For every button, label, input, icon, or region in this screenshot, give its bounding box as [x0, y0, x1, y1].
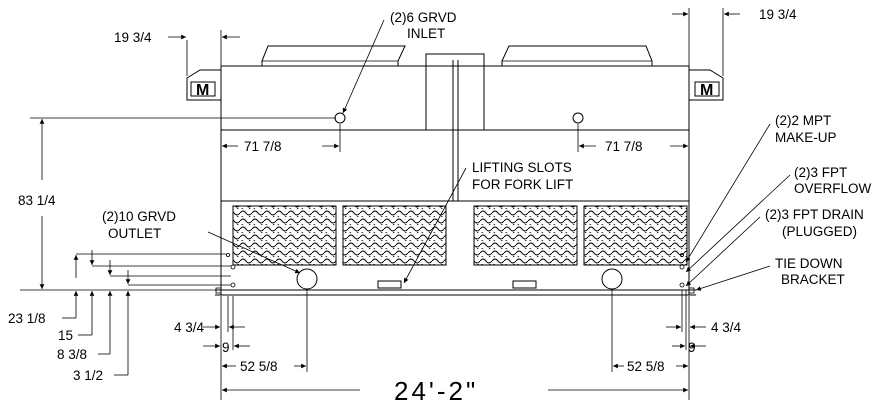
dim-outlet-left-label: 52 5/8 [240, 359, 278, 374]
fitting-left-3 [230, 282, 236, 288]
outlet-label-2: OUTLET [108, 226, 161, 241]
inlet-connection-right [572, 112, 584, 124]
dim-h3-label: 3 1/2 [73, 368, 103, 383]
louver-panel-4 [583, 205, 688, 266]
dim-h8-label: 8 3/8 [57, 347, 87, 362]
outlet-connection-left [296, 268, 318, 290]
center-access-box [425, 53, 485, 131]
inlet-leader [342, 19, 385, 114]
fan-shroud-right [501, 45, 653, 67]
makeup-label-2: MAKE-UP [775, 130, 837, 145]
tie-down-left [215, 287, 222, 294]
fitting-right-3 [679, 282, 685, 288]
motor-left: M [186, 69, 222, 101]
overflow-leader [685, 174, 791, 273]
dim-side-left [168, 30, 240, 76]
dim-height-total-label: 83 1/4 [18, 193, 56, 208]
fitting-left-1 [225, 252, 230, 257]
dim-nine-left-label: 9 [222, 340, 230, 355]
louver-panel-1 [232, 205, 337, 266]
outlet-label-1: (2)10 GRVD [102, 209, 176, 224]
tiedown-label-1: TIE DOWN [775, 256, 843, 271]
drain-label-2: (PLUGGED) [782, 224, 857, 239]
dim-bottom-left [203, 290, 308, 400]
fitting-right-2 [679, 264, 685, 270]
drain-leader [685, 216, 761, 287]
inlet-label-2: INLET [407, 26, 445, 41]
tiedown-label-2: BRACKET [781, 272, 845, 287]
inlet-connection-left [334, 112, 346, 124]
lifting-leader [403, 167, 467, 284]
tie-down-right [688, 287, 695, 294]
louver-panel-3 [473, 205, 578, 266]
motor-right: M [688, 69, 724, 101]
lifting-slot-right [512, 280, 537, 289]
dim-overall-label: 24'-2" [394, 376, 478, 406]
dim-h15-label: 15 [58, 328, 73, 343]
dim-side-right-label: 19 3/4 [759, 7, 797, 22]
overflow-label-1: (2)3 FPT [794, 165, 847, 180]
dim-side-left-label: 19 3/4 [114, 30, 152, 45]
dim-height-total [30, 117, 336, 289]
dim-heights-left [20, 250, 231, 376]
louver-panel-2 [342, 205, 447, 266]
dim-side-right [672, 8, 740, 76]
dim-bottom-right [611, 290, 706, 400]
outlet-leader [207, 231, 301, 274]
fitting-left-2 [230, 264, 236, 270]
fitting-right-1 [680, 252, 685, 257]
inlet-label-1: (2)6 GRVD [390, 10, 457, 25]
makeup-label-1: (2)2 MPT [775, 113, 831, 128]
tiedown-leader [695, 265, 771, 291]
dim-inlet-right [577, 124, 688, 152]
dim-edge-right-label: 4 3/4 [711, 320, 742, 335]
lifting-slot-left [377, 280, 402, 289]
motor-left-label: M [196, 82, 209, 99]
outlet-connection-right [601, 268, 623, 290]
dim-edge-left-label: 4 3/4 [174, 320, 205, 335]
dim-nine-right-label: 9 [688, 340, 696, 355]
lifting-label-2: FOR FORK LIFT [472, 177, 573, 192]
lifting-label-1: LIFTING SLOTS [472, 160, 572, 175]
dim-inlet-left-label: 71 7/8 [244, 139, 282, 154]
dim-inlet-left [222, 124, 341, 152]
dim-h23-label: 23 1/8 [8, 311, 46, 326]
motor-right-label: M [700, 82, 713, 99]
dim-inlet-right-label: 71 7/8 [605, 139, 643, 154]
overflow-label-2: OVERFLOW [794, 181, 872, 196]
makeup-leader [685, 123, 771, 263]
dim-outlet-right-label: 52 5/8 [627, 359, 665, 374]
drain-label-1: (2)3 FPT DRAIN [765, 207, 864, 222]
fan-shroud-left [261, 45, 406, 67]
